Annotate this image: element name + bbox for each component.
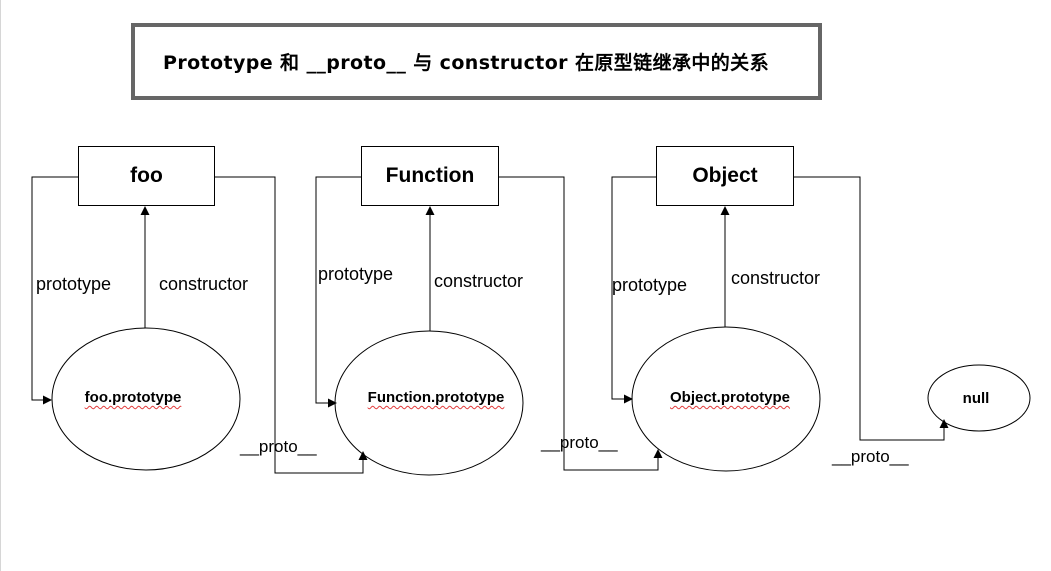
- object-proto-arrow: [793, 176, 949, 441]
- object-node-label: Object: [692, 164, 758, 187]
- function-prototype-text: Function.prototype: [367, 389, 505, 406]
- null-ellipse: [927, 364, 1031, 432]
- diagram-title: Prototype 和 __proto__ 与 constructor 在原型链…: [163, 52, 769, 74]
- function-proto-label: __proto__: [541, 433, 618, 452]
- object-node: Object: [656, 146, 794, 206]
- function-proto-arrow: [498, 176, 663, 471]
- function-prototype-ellipse: [334, 330, 524, 476]
- foo-prototype-ellipse: [51, 327, 241, 471]
- function-prototype-arrow: [315, 176, 361, 408]
- title-frame: [131, 23, 822, 100]
- object-prototype-arrow: [611, 176, 657, 404]
- object-prototype-text: Object.prototype: [669, 389, 791, 406]
- null-text: null: [962, 390, 990, 407]
- foo-node-label: foo: [130, 164, 163, 187]
- function-node: Function: [361, 146, 499, 206]
- object-prototype-ellipse: [631, 326, 821, 472]
- object-prototype-label: prototype: [612, 275, 688, 295]
- function-node-label: Function: [385, 164, 475, 187]
- foo-node: foo: [78, 146, 215, 206]
- left-divider: [0, 0, 1, 571]
- foo-constructor-label: constructor: [159, 274, 249, 294]
- foo-proto-label: __proto__: [240, 437, 317, 456]
- object-constructor-label: constructor: [731, 268, 821, 288]
- function-constructor-label: constructor: [434, 271, 524, 291]
- object-proto-label: __proto__: [832, 447, 909, 466]
- foo-proto-arrow: [215, 176, 368, 474]
- foo-prototype-label: prototype: [36, 274, 112, 294]
- foo-prototype-text: foo.prototype: [84, 389, 182, 406]
- function-prototype-label: prototype: [318, 264, 394, 284]
- foo-prototype-arrow: [31, 176, 78, 405]
